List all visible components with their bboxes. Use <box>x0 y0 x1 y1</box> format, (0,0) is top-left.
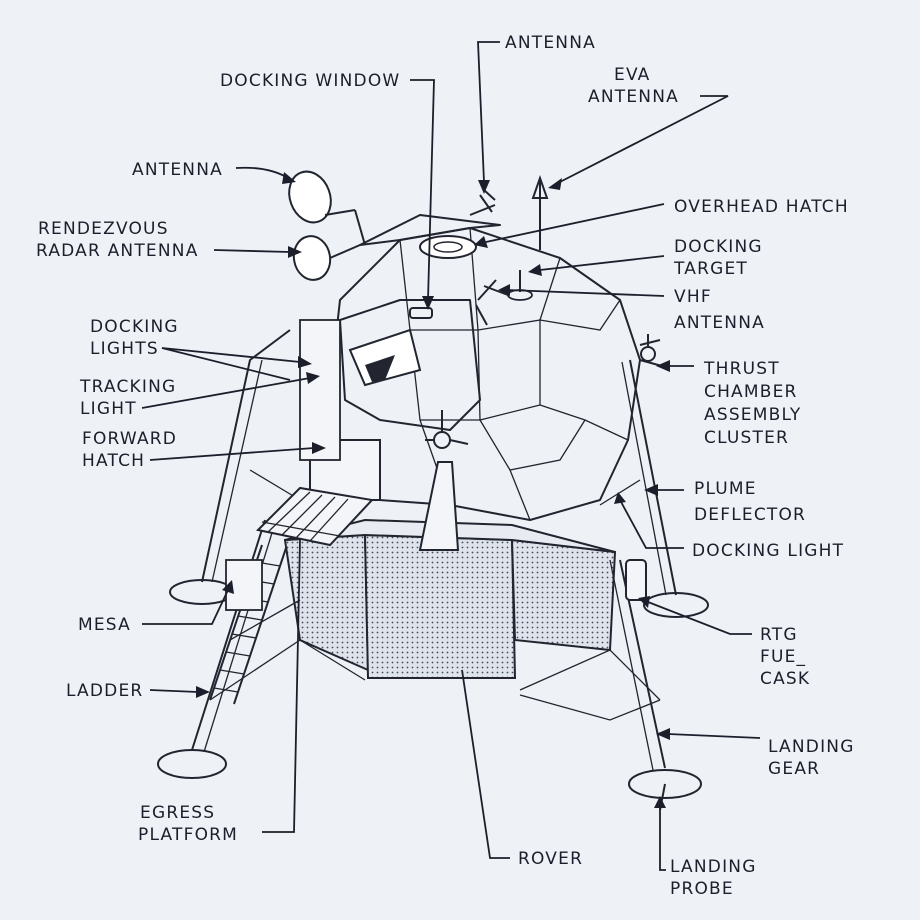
forward-window-shade <box>365 355 395 382</box>
label-rtg-3: CASK <box>760 669 810 689</box>
lunar-module-illustration <box>157 170 709 811</box>
label-thrust-2: CHAMBER <box>704 382 798 402</box>
label-thrust-1: THRUST <box>703 359 780 379</box>
label-docking-target-2: TARGET <box>673 259 748 279</box>
label-docking-target-1: DOCKING <box>674 237 763 257</box>
top-deck <box>359 214 501 246</box>
label-docking-lights-2: LIGHTS <box>90 339 159 359</box>
label-rover: ROVER <box>518 849 583 869</box>
label-tracking-light-2: LIGHT <box>80 399 137 419</box>
forward-window <box>348 328 422 387</box>
label-vhf-antenna-1: VHF <box>674 287 712 307</box>
rendezvous-radar-dish <box>288 170 366 281</box>
label-tracking-light-1: TRACKING <box>79 377 176 397</box>
vhf-antenna <box>475 279 509 326</box>
rtg-fuel-cask <box>625 559 647 601</box>
footpad-front-left <box>157 749 227 779</box>
label-landing-probe-1: LANDING <box>670 857 757 877</box>
label-plume-1: PLUME <box>694 479 757 499</box>
label-thrust-3: ASSEMBLY <box>704 405 801 425</box>
label-landing-probe-2: PROBE <box>670 879 734 899</box>
docking-window <box>409 307 433 319</box>
label-eva-antenna-2: ANTENNA <box>588 87 679 107</box>
label-landing-gear-2: GEAR <box>768 759 820 779</box>
cabin-front-face <box>339 299 481 431</box>
docking-target <box>507 270 533 301</box>
label-rtg-2: FUE_ <box>760 647 806 667</box>
label-rendezvous-1: RENDEZVOUS <box>38 219 169 239</box>
label-antenna-left: ANTENNA <box>132 160 223 180</box>
label-egress-2: PLATFORM <box>138 825 238 845</box>
label-docking-lights-1: DOCKING <box>90 317 179 337</box>
label-eva-antenna-1: EVA <box>614 65 651 85</box>
eva-antenna <box>531 174 549 250</box>
label-plume-2: DEFLECTOR <box>694 505 806 525</box>
rover-bay-panel <box>363 533 517 679</box>
rcs-thruster-cluster-front <box>418 410 469 551</box>
aft-equipment-bay <box>299 319 341 461</box>
s-band-antenna-top <box>469 189 496 216</box>
footpad-front-right <box>628 769 702 799</box>
label-ladder: LADDER <box>66 681 143 701</box>
label-thrust-4: CLUSTER <box>704 428 789 448</box>
label-rtg-1: RTG <box>760 625 798 645</box>
label-overhead-hatch: OVERHEAD HATCH <box>674 197 849 217</box>
label-forward-hatch-1: FORWARD <box>82 429 177 449</box>
labels: ANTENNA DOCKING WINDOW EVA ANTENNA ANTEN… <box>36 33 855 899</box>
label-vhf-antenna-2: ANTENNA <box>674 313 765 333</box>
label-docking-window: DOCKING WINDOW <box>220 71 400 91</box>
label-landing-gear-1: LANDING <box>768 737 855 757</box>
rcs-thruster-cluster-right <box>639 334 663 367</box>
label-rendezvous-2: RADAR ANTENNA <box>36 241 199 261</box>
label-antenna-top: ANTENNA <box>505 33 596 53</box>
descent-stage-panel-right <box>510 538 617 652</box>
footpad-left-rear <box>169 579 235 605</box>
leader-lines <box>141 41 761 871</box>
label-forward-hatch-2: HATCH <box>82 451 145 471</box>
label-mesa: MESA <box>78 615 131 635</box>
label-docking-light: DOCKING LIGHT <box>692 541 844 561</box>
overhead-hatch <box>419 235 477 259</box>
label-egress-1: EGRESS <box>140 803 215 823</box>
